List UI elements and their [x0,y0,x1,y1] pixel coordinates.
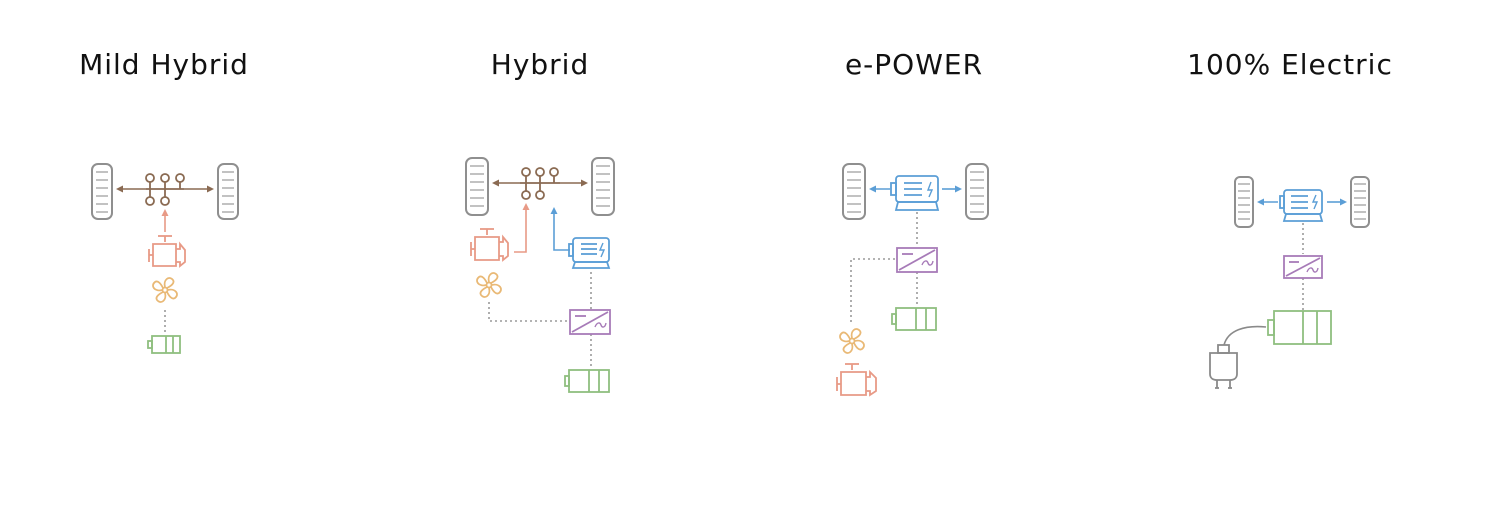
panel-mild-hybrid: Mild Hybrid [64,0,264,507]
panel-e-power: e-POWER [814,0,1014,507]
panel-hybrid: Hybrid [440,0,640,507]
panel-title-mild-hybrid: Mild Hybrid [79,48,249,81]
panel-electric: 100% Electric [1170,0,1410,507]
panel-title-hybrid: Hybrid [490,48,590,81]
panel-title-electric: 100% Electric [1187,48,1393,81]
panel-title-e-power: e-POWER [844,48,984,81]
